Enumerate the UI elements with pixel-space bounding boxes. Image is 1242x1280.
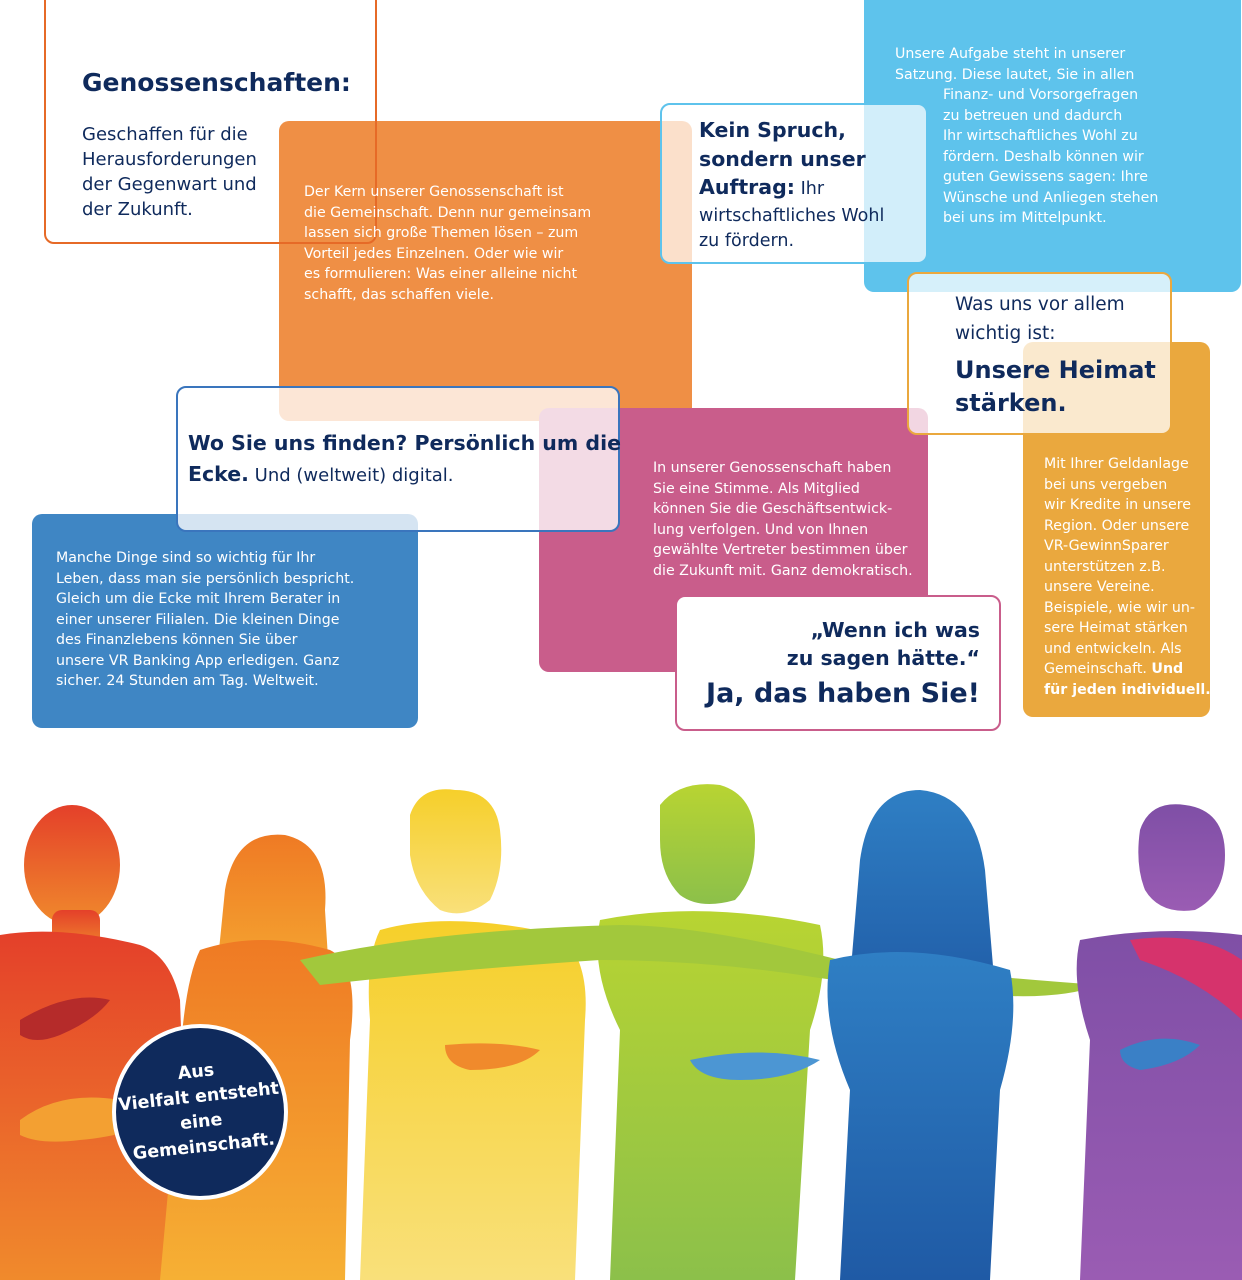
kein-spruch-frame [660,103,928,264]
geldanlage-text: Mit Ihrer Geldanlage bei uns vergeben wi… [1044,456,1211,698]
person-purple-silhouette [1076,804,1242,1280]
wenn-quote: „Wenn ich was zu sagen hätte.“ Ja, das h… [706,618,980,709]
hand-blue [690,1052,820,1080]
kern-text: Der Kern unserer Genossenschaft ist die … [304,184,592,303]
person-green-silhouette [597,784,824,1280]
wichtig-text: Was uns vor allem wichtig ist: Unsere He… [955,294,1156,417]
genossenschaften-text: Geschaffen für die Herausforderungen der… [82,124,257,220]
manche-dinge-panel [32,514,418,728]
wo-sie-uns-finden-text: Wo Sie uns finden? Persönlich um die Eck… [188,431,622,486]
wo-sie-uns-finden-frame [176,386,620,532]
aufgabe-text: Unsere Aufgabe steht in unserer Satzung.… [895,46,1159,226]
manche-dinge-text: Manche Dinge sind so wichtig für Ihr Leb… [56,550,355,689]
wichtig-frame [907,272,1172,435]
badge-text: Aus Vielfalt entsteht eine Gemeinschaft. [117,1060,280,1165]
scarf-pink [1130,937,1242,1020]
kern-panel [279,121,692,421]
kein-spruch-text: Kein Spruch, sondern unser Auftrag: Ihr … [699,118,885,251]
people-illustration [0,784,1242,1280]
hand-red [20,997,110,1040]
genossenschaften-heading: Genossenschaften: [82,68,351,97]
genossenschaften-frame [44,0,377,244]
person-yellow-silhouette [360,789,586,1280]
person-blue-silhouette [827,790,1014,1280]
hand-orange-2 [445,1043,540,1070]
vielfalt-badge: Aus Vielfalt entsteht eine Gemeinschaft. [112,1024,288,1200]
wenn-ich-was-frame [675,595,1001,731]
hand-blue-2 [1120,1038,1200,1070]
stimme-text: In unserer Genossenschaft haben Sie eine… [653,460,913,579]
